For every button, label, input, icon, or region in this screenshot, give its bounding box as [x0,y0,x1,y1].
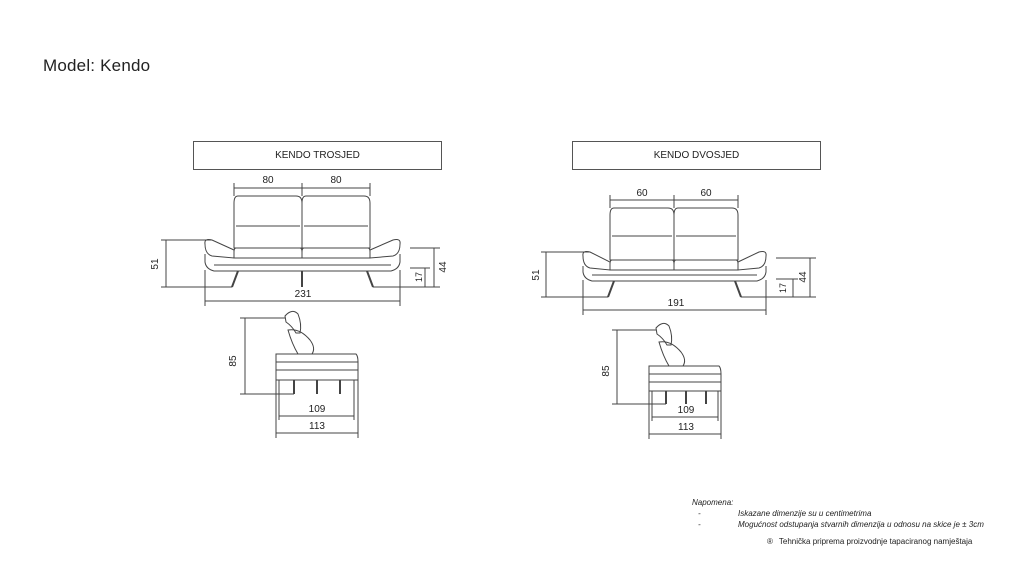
dvosjed-side-depth-inner-label: 109 [678,405,695,416]
trosjed-side-back-top [284,310,302,334]
notes-block: Napomena: - Iskazane dimenzije su u cent… [692,497,984,530]
trosjed-back-cushion-left [233,195,303,249]
dvosjed-side-back-bottom [658,341,686,367]
trosjed-armrest-right [369,239,401,259]
trosjed-leg [366,270,374,288]
trosjed-armrest-left [204,239,235,259]
trosjed-front-view [161,183,440,306]
page-title: Model: Kendo [43,56,151,75]
trosjed-leg [231,270,239,288]
footer-credit: ® Tehnička priprema proizvodnje tapaciran… [767,537,972,546]
trosjed-side-view [240,310,359,438]
dvosjed-side-height-label: 85 [601,365,612,377]
trosjed-seat-cushion-left [233,247,303,259]
note-item: - Mogućnost odstupanja stvarnih dimenzij… [692,519,984,530]
registered-icon: ® [767,537,773,546]
dvosjed-total-width-label: 191 [668,298,685,309]
note-text: Mogućnost odstupanja stvarnih dimenzija … [738,520,984,529]
dvosjed-title-box: KENDO DVOSJED [572,141,821,170]
dvosjed-armrest-height-label: 44 [798,271,809,283]
trosjed-title: KENDO TROSJED [275,150,360,161]
dvosjed-base [582,266,767,282]
notes-heading: Napomena: [692,498,734,507]
dvosjed-seat-cushion-left [609,259,675,271]
dvosjed-title: KENDO DVOSJED [653,150,740,161]
trosjed-armrest-height-label: 44 [438,261,449,273]
note-item: - Iskazane dimenzije su u centimetrima [692,508,984,519]
dvosjed-front-view [541,195,816,315]
dvosjed-armrest-left [582,251,611,271]
trosjed-height-label: 51 [150,258,161,270]
trosjed-side-depth-total-label: 113 [309,421,325,432]
note-bullet: - [698,520,701,529]
trosjed-side-height-label: 85 [228,355,239,367]
trosjed-side-seat [275,353,359,363]
dvosjed-leg-height-label: 17 [778,283,788,293]
dvosjed-height-label: 51 [531,269,542,281]
dvosjed-seat-cushion-right [673,259,739,271]
trosjed-title-box: KENDO TROSJED [193,141,442,170]
dvosjed-side-depth-total-label: 113 [678,422,694,433]
trosjed-seat-left-label: 80 [262,175,274,186]
trosjed-total-width-label: 231 [295,289,312,300]
note-text: Iskazane dimenzije su u centimetrima [738,509,872,518]
dvosjed-back-cushion-left [609,207,675,261]
dvosjed-leg [734,280,742,298]
trosjed-back-cushion-right [301,195,371,249]
trosjed-leg-height-label: 17 [414,272,424,282]
dvosjed-leg [607,280,615,298]
dvosjed-armrest-right [737,251,767,271]
note-bullet: - [698,509,701,518]
footer-text: Tehnička priprema proizvodnje tapacirano… [778,537,973,546]
trosjed-seat-right-label: 80 [330,175,342,186]
dvosjed-back-cushion-right [673,207,739,261]
trosjed-seat-cushion-right [301,247,371,259]
dvosjed-seat-right-label: 60 [700,188,712,199]
dvosjed-side-view [612,322,722,439]
trosjed-side-back-bottom [287,329,315,355]
dvosjed-side-seat [648,365,722,375]
dvosjed-side-back-top [655,322,673,346]
dvosjed-seat-left-label: 60 [636,188,648,199]
trosjed-side-depth-inner-label: 109 [309,404,326,415]
